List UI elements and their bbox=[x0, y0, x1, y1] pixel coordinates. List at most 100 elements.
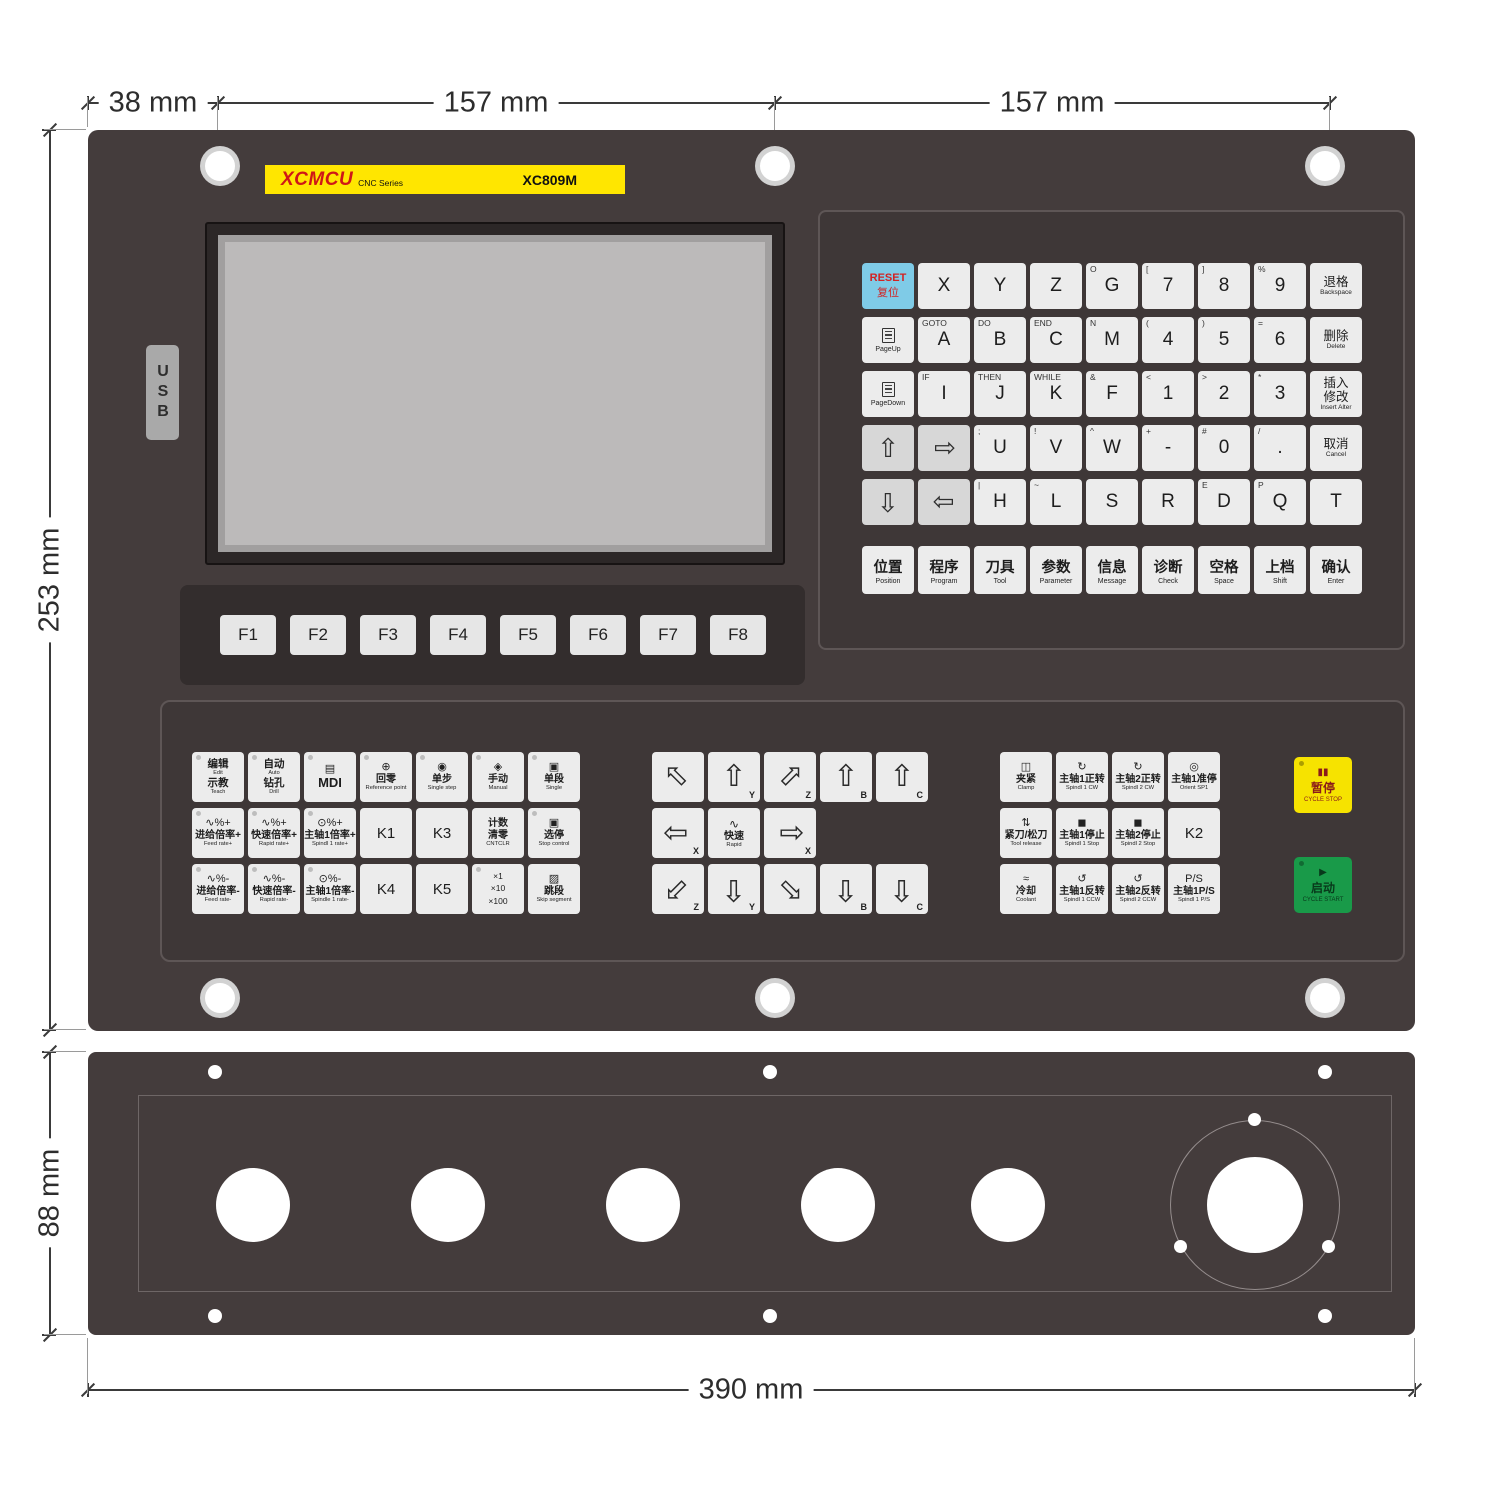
jog-nw[interactable]: ⇧ bbox=[652, 752, 704, 802]
jog-left-x[interactable]: ⇧X bbox=[652, 808, 704, 858]
key-y[interactable]: Y bbox=[974, 263, 1026, 309]
fkey-f7[interactable]: F7 bbox=[640, 615, 696, 655]
fkey-f8[interactable]: F8 bbox=[710, 615, 766, 655]
key-9[interactable]: %9 bbox=[1254, 263, 1306, 309]
jog-down-y[interactable]: ⇧Y bbox=[708, 864, 760, 914]
kp-spindl-1-rate[interactable]: ⊙%+主轴1倍率+Spindl 1 rate+ bbox=[304, 808, 356, 858]
fkey-f4[interactable]: F4 bbox=[430, 615, 486, 655]
kp-mdi[interactable]: ▤MDI bbox=[304, 752, 356, 802]
key-w[interactable]: ^W bbox=[1086, 425, 1138, 471]
cycle-start-button[interactable]: ▶ 启动 CYCLE START bbox=[1294, 857, 1352, 913]
kp-k3[interactable]: K3 bbox=[416, 808, 468, 858]
key-1[interactable]: <1 bbox=[1142, 371, 1194, 417]
key-0[interactable]: #0 bbox=[1198, 425, 1250, 471]
kp-k1[interactable]: K1 bbox=[360, 808, 412, 858]
key-z[interactable]: Z bbox=[1030, 263, 1082, 309]
kp-feed-rate[interactable]: ∿%+进给倍率+Feed rate+ bbox=[192, 808, 244, 858]
cycle-stop-button[interactable]: ▮▮ 暂停 CYCLE STOP bbox=[1294, 757, 1352, 813]
kp-feed-rate[interactable]: ∿%-进给倍率-Feed rate- bbox=[192, 864, 244, 914]
key-7[interactable]: [7 bbox=[1142, 263, 1194, 309]
kp-rapid-rate[interactable]: ∿%-快速倍率-Rapid rate- bbox=[248, 864, 300, 914]
key-arrow-left[interactable]: ⇧ bbox=[918, 479, 970, 525]
key-dot[interactable]: /. bbox=[1254, 425, 1306, 471]
fkey-f5[interactable]: F5 bbox=[500, 615, 556, 655]
key-arrow-right[interactable]: ⇧ bbox=[918, 425, 970, 471]
key-pageup[interactable]: PageUp bbox=[862, 317, 914, 363]
key-r[interactable]: R bbox=[1142, 479, 1194, 525]
key-arrow-down[interactable]: ⇧ bbox=[862, 479, 914, 525]
key-f[interactable]: &F bbox=[1086, 371, 1138, 417]
key-s[interactable]: S bbox=[1086, 479, 1138, 525]
jog-up-y[interactable]: ⇧Y bbox=[708, 752, 760, 802]
jog-up-b[interactable]: ⇧B bbox=[820, 752, 872, 802]
kp-k4[interactable]: K4 bbox=[360, 864, 412, 914]
key-3[interactable]: *3 bbox=[1254, 371, 1306, 417]
kp-step-multiplier[interactable]: ×1×10×100 bbox=[472, 864, 524, 914]
kp-k5[interactable]: K5 bbox=[416, 864, 468, 914]
key-x[interactable]: X bbox=[918, 263, 970, 309]
key-arrow-up[interactable]: ⇧ bbox=[862, 425, 914, 471]
fkey-f1[interactable]: F1 bbox=[220, 615, 276, 655]
kp-spindle-1-rate[interactable]: ⊙%-主轴1倍率-Spindle 1 rate- bbox=[304, 864, 356, 914]
kp-rapid-rate[interactable]: ∿%+快速倍率+Rapid rate+ bbox=[248, 808, 300, 858]
key-6[interactable]: =6 bbox=[1254, 317, 1306, 363]
key-minus[interactable]: +- bbox=[1142, 425, 1194, 471]
key-5[interactable]: )5 bbox=[1198, 317, 1250, 363]
key-pagedown[interactable]: PageDown bbox=[862, 371, 914, 417]
key-8[interactable]: ]8 bbox=[1198, 263, 1250, 309]
key-u[interactable]: ;U bbox=[974, 425, 1026, 471]
key-h[interactable]: |H bbox=[974, 479, 1026, 525]
fkey-f6[interactable]: F6 bbox=[570, 615, 626, 655]
key-4[interactable]: (4 bbox=[1142, 317, 1194, 363]
kp-k2[interactable]: K2 bbox=[1168, 808, 1220, 858]
jog-down-b[interactable]: ⇧B bbox=[820, 864, 872, 914]
jog-up-c[interactable]: ⇧C bbox=[876, 752, 928, 802]
jog-right-x[interactable]: ⇧X bbox=[764, 808, 816, 858]
key-v[interactable]: !V bbox=[1030, 425, 1082, 471]
jog-se[interactable]: ⇧ bbox=[764, 864, 816, 914]
key-2[interactable]: >2 bbox=[1198, 371, 1250, 417]
jog-ne-z[interactable]: ⇧Z bbox=[764, 752, 816, 802]
fkey-f3[interactable]: F3 bbox=[360, 615, 416, 655]
